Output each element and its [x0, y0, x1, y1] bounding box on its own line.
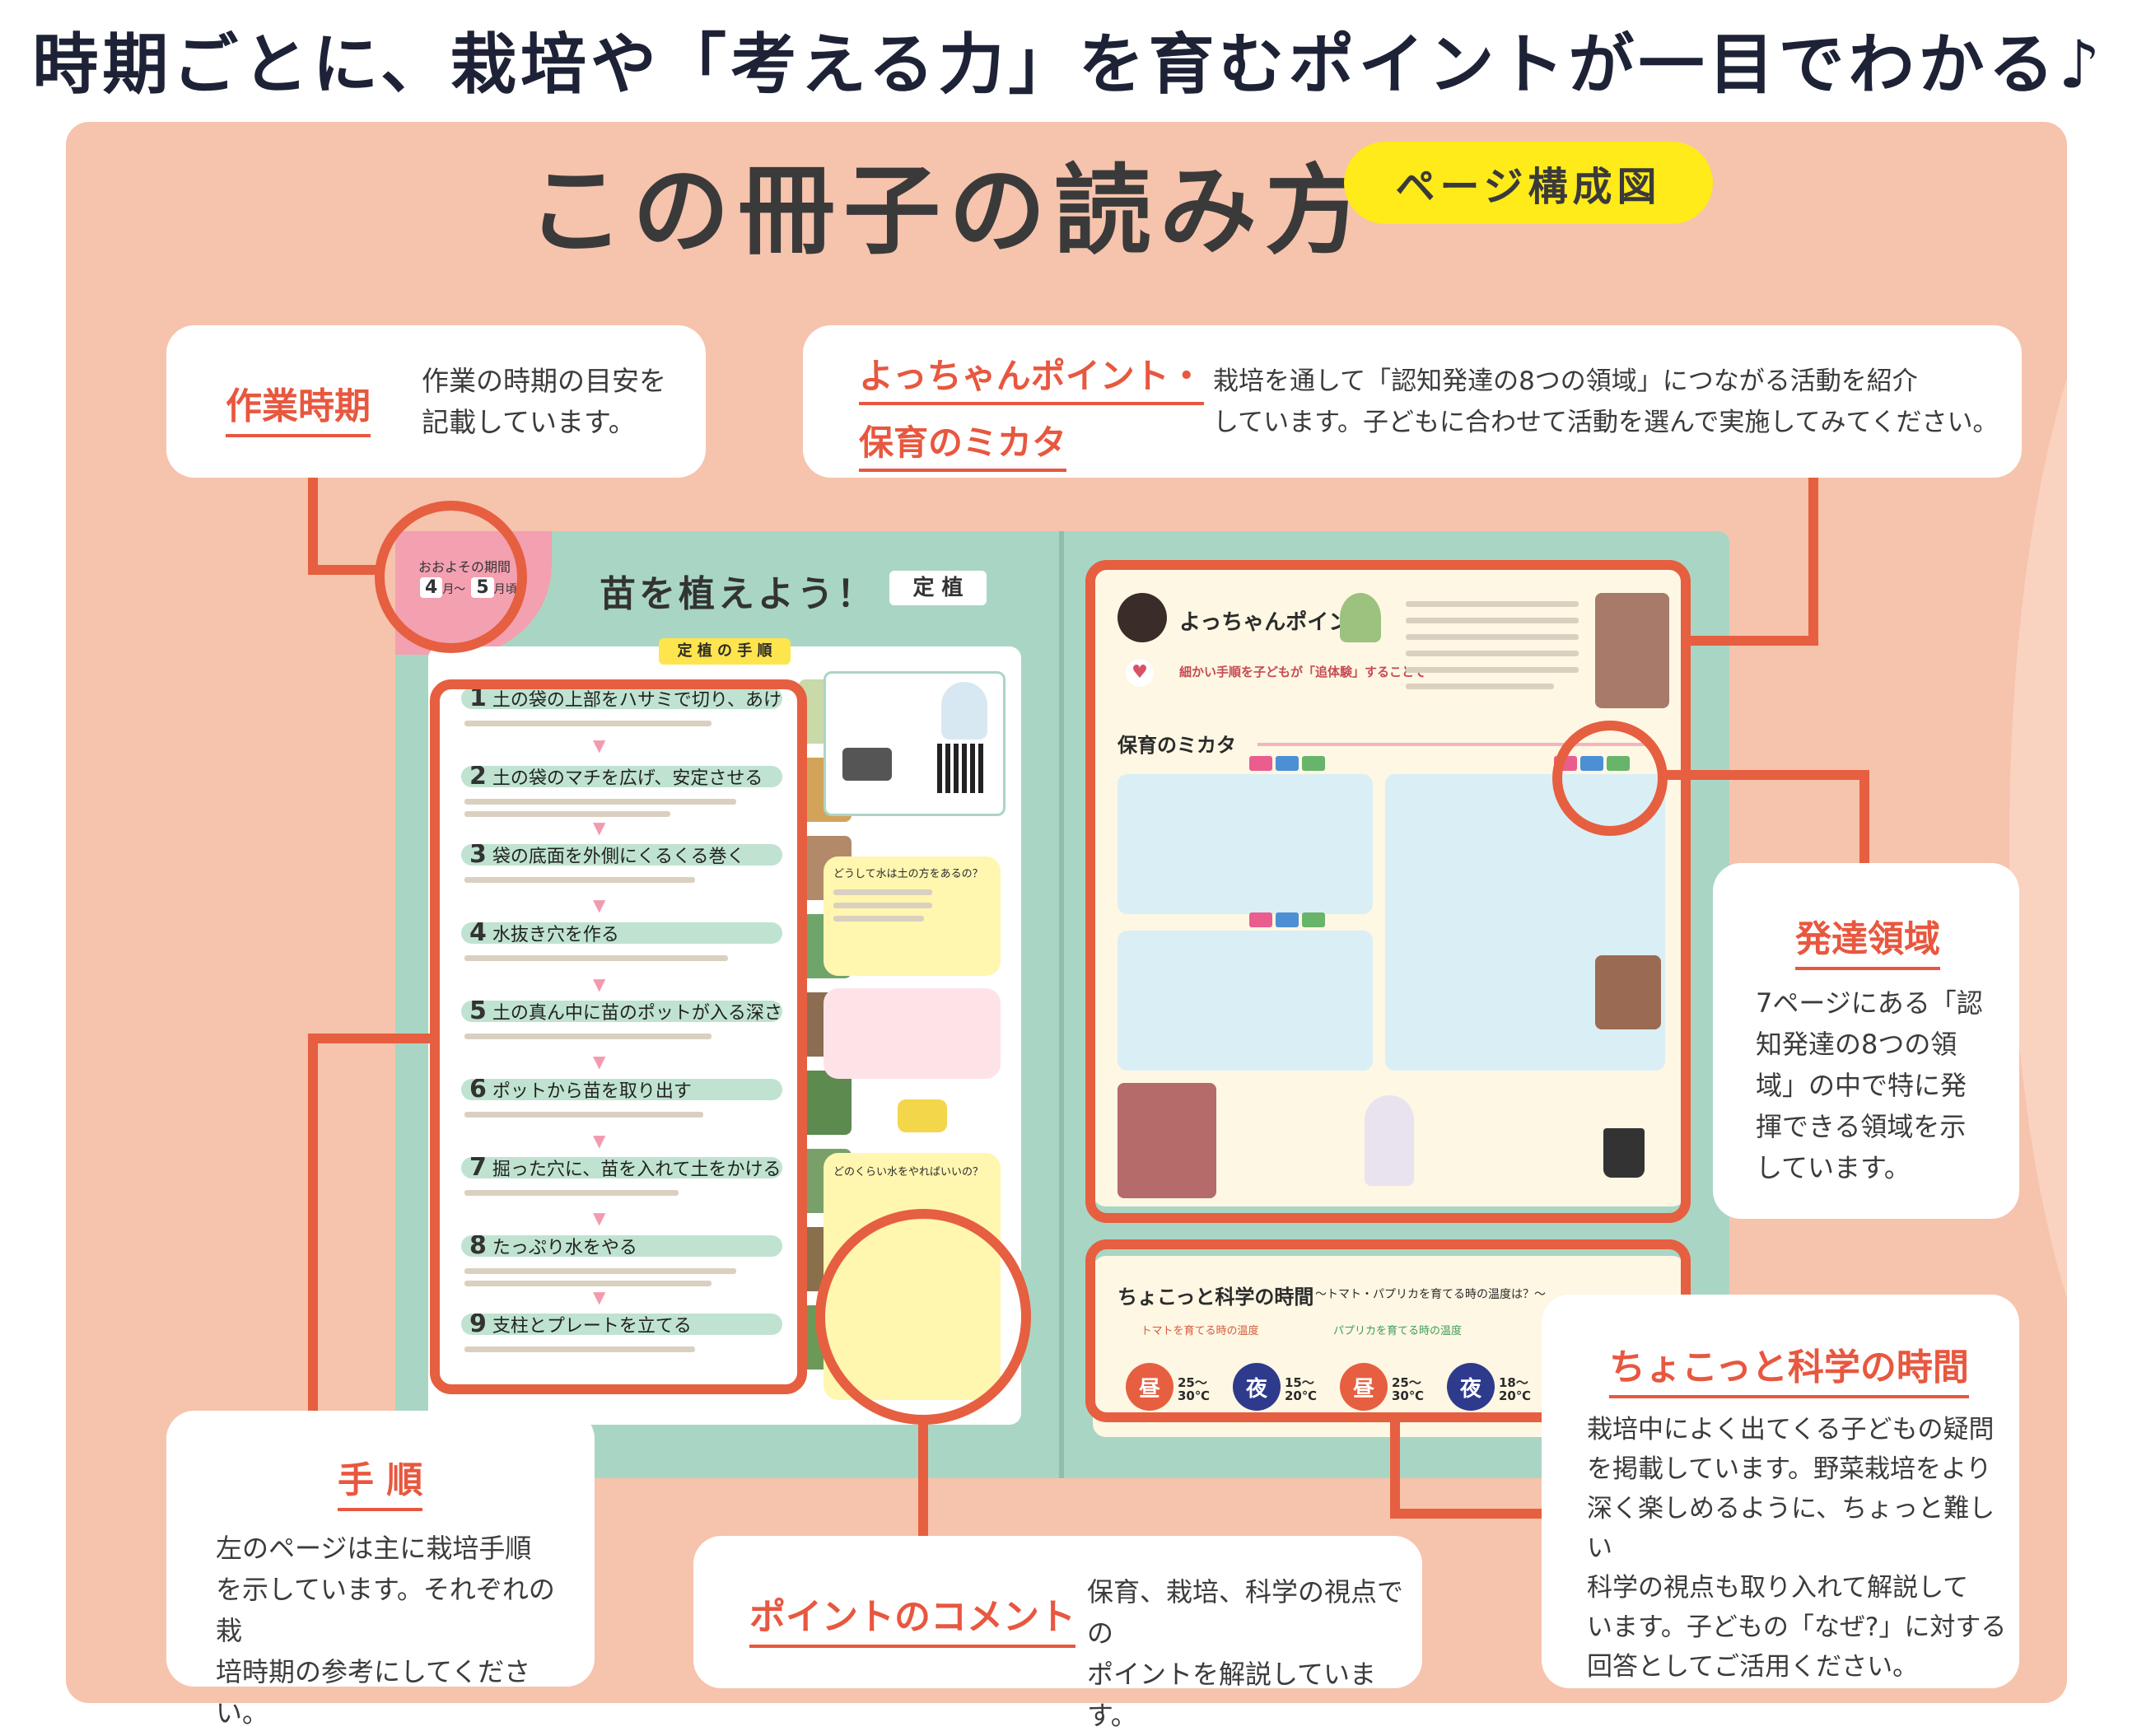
connector-line: [1390, 1509, 1547, 1519]
science-title: ちょこっと科学の時間: [1609, 1337, 1969, 1398]
qr-code-icon: [937, 744, 987, 793]
procedure-frame: [430, 679, 807, 1394]
sprout-icon: [1340, 593, 1381, 642]
step-item: 1 土の袋の上部をハサミで切り、あける: [461, 688, 782, 709]
paprika-day-temp: 25〜30℃: [1392, 1375, 1425, 1403]
science-frame: [1085, 1239, 1691, 1422]
step-item: 9 支柱とプレートを立てる: [461, 1314, 782, 1335]
connector-line: [918, 1421, 928, 1543]
comment-text: どうして水は土の方をあるの？: [833, 868, 983, 880]
activity-photo: [1117, 1083, 1216, 1198]
mikata-label: 保育のミカタ: [1117, 734, 1236, 757]
procedure-desc: 左のページは主に栽培手順 を示しています。それぞれの栽 培時期の参考にしてくださ…: [216, 1533, 555, 1729]
paprika-night-temp: 18〜20℃: [1499, 1375, 1532, 1403]
yocchan-desc: 栽培を通して「認知発達の8つの領域」につながる活動を紹介 しています。子どもに合…: [1213, 366, 1999, 437]
work-period-title: 作業時期: [226, 376, 371, 437]
development-ring: [1552, 721, 1668, 836]
step-item: 4 水抜き穴を作る: [461, 922, 782, 944]
video-icon: [842, 748, 892, 781]
science-label: ちょこっと科学の時間: [1117, 1286, 1314, 1309]
paprika-night-badge: 夜: [1447, 1363, 1495, 1411]
connector-line: [308, 1034, 318, 1412]
booklet-spine: [1059, 531, 1064, 1478]
connector-line: [1808, 476, 1818, 646]
comment-bubble: どうして水は土の方をあるの？: [824, 856, 1001, 976]
procedure-title: 手 順: [338, 1450, 423, 1511]
science-desc: 栽培中によく出てくる子どもの疑問 を掲載しています。野菜栽培をより 深く楽しめる…: [1587, 1415, 2007, 1682]
activity-box: [1117, 774, 1373, 914]
headline: 時期ごとに、栽培や「考える力」を育むポイントが一目でわかる♪: [32, 26, 2105, 103]
science-subtitle: ～トマト・パプリカを育てる時の温度は？～: [1315, 1288, 1546, 1301]
qr-box: [824, 671, 1006, 816]
paprika-day-badge: 昼: [1340, 1363, 1388, 1411]
tomato-temp-label: トマトを育てる時の温度: [1141, 1325, 1259, 1337]
pot-icon: [1603, 1128, 1645, 1178]
yocchan-frame: [1085, 560, 1691, 1223]
step-item: 2 土の袋のマチを広げ、安定させる: [461, 766, 782, 787]
connector-line: [1859, 770, 1869, 869]
booklet-title: この冊子の読み方: [527, 154, 1371, 268]
activity-box: [1117, 931, 1373, 1071]
tomato-night-badge: 夜: [1233, 1363, 1281, 1411]
point-comment-desc: 保育、栽培、科学の視点での ポイントを解説しています。: [1087, 1576, 1404, 1731]
yocchan-label: よっちゃんポイント: [1179, 610, 1372, 635]
paprika-temp-label: パプリカを育てる時の温度: [1332, 1325, 1462, 1337]
tomato-day-temp: 25〜30℃: [1178, 1375, 1211, 1403]
procedure-callout: 手 順 左のページは主に栽培手順 を示しています。それぞれの栽 培時期の参考にし…: [166, 1411, 595, 1729]
connector-line: [1687, 636, 1818, 646]
connector-line: [308, 476, 318, 573]
point-comment-callout: ポイントのコメント 保育、栽培、科学の視点での ポイントを解説しています。: [693, 1536, 1422, 1731]
step-item: 6 ポットから苗を取り出す: [461, 1079, 782, 1100]
point-comment-title: ポイントのコメント: [749, 1587, 1075, 1648]
work-period-desc: 作業の時期の目安を 記載しています。: [422, 365, 666, 438]
development-title: 発達領域: [1795, 909, 1940, 970]
connector-line: [308, 1034, 432, 1043]
kid-photo: [1595, 955, 1661, 1029]
tomato-day-badge: 昼: [1126, 1363, 1173, 1411]
kid-photo: [1595, 593, 1669, 708]
connector-line: [308, 565, 382, 575]
character-icon: [1117, 593, 1167, 642]
step-item: 3 袋の底面を外側にくるくる巻く: [461, 844, 782, 866]
left-page-title: 苗を植えよう！: [600, 573, 876, 615]
page-structure-badge: ページ構成図: [1344, 142, 1713, 224]
science-callout: ちょこっと科学の時間 栽培中によく出てくる子どもの疑問 を掲載しています。野菜栽…: [1542, 1295, 2019, 1688]
work-period-callout: 作業時期 作業の時期の目安を 記載しています。: [166, 325, 706, 478]
step-item: 8 たっぷり水をやる: [461, 1235, 782, 1257]
step-item: 7 掘った穴に、苗を入れて土をかける: [461, 1157, 782, 1178]
tomato-night-temp: 15〜20℃: [1285, 1375, 1318, 1403]
science-card: ちょこっと科学の時間 ～トマト・パプリカを育てる時の温度は？～ トマトを育てる時…: [1093, 1256, 1686, 1437]
yocchan-callout: よっちゃんポイント・ 保育のミカタ 栽培を通して「認知発達の8つの領域」につなが…: [803, 325, 2022, 478]
comment-text: どのくらい水をやればいいの？: [833, 1166, 984, 1178]
point-comment-ring: [815, 1209, 1031, 1425]
kid-character-icon: [941, 682, 987, 740]
connector-line: [1663, 770, 1869, 780]
connector-line: [1390, 1418, 1400, 1519]
yocchan-note: 細かい手順を子どもが「追体験」することで: [1179, 665, 1426, 679]
development-callout: 発達領域 7ページにある「認 知発達の8つの領 域」の中で特に発 揮できる領域を…: [1713, 863, 2019, 1219]
comment-bubble: [824, 988, 1001, 1079]
development-desc: 7ページにある「認 知発達の8つの領 域」の中で特に発 揮できる領域を示 してい…: [1756, 987, 1983, 1183]
character-icon: [1365, 1095, 1414, 1186]
heart-icon: ♥: [1126, 659, 1154, 687]
work-period-ring: [375, 501, 527, 653]
step-item: 5 土の真ん中に苗のポットが入る深さの穴を掘る: [461, 1001, 782, 1022]
yocchan-title: よっちゃんポイント・ 保育のミカタ: [859, 348, 1204, 472]
steps-header: 定 植 の 手 順: [659, 638, 791, 665]
watering-can-icon: [898, 1099, 947, 1132]
left-page-tag: 定 植: [889, 571, 987, 605]
